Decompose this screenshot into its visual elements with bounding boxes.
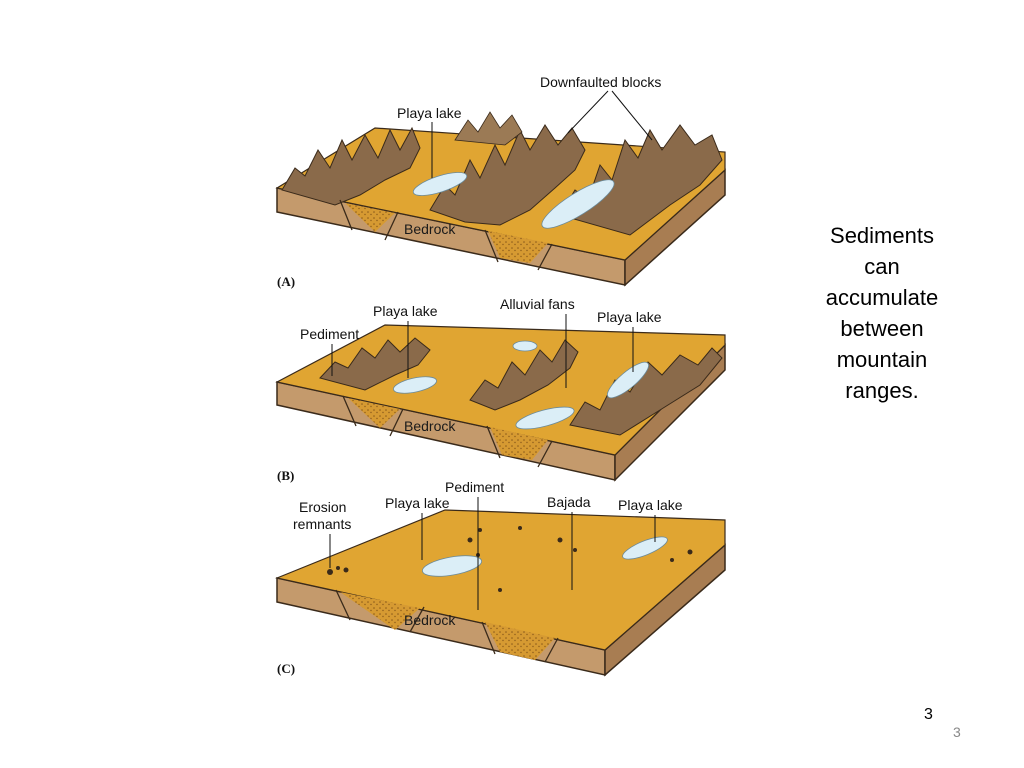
panel-b-mountain-ridge-3 <box>569 347 723 436</box>
panel-a-sediment-fill-1 <box>345 203 395 232</box>
panel-a-playa-lake-1 <box>412 172 468 196</box>
panel-a-mountain-ridge-1 <box>281 126 421 206</box>
panel-a-sediment-fill-2 <box>488 231 548 263</box>
panel-c-playa-lake-1 <box>422 555 482 577</box>
panel-a-mountain-ridge-4 <box>454 111 523 146</box>
panel-a-fault-lines <box>339 199 553 271</box>
panel-a-playa-lake-label: Playa lake <box>397 105 462 121</box>
panel-b-playa-lake-1 <box>393 376 437 394</box>
panel-c-sediment-fill-2 <box>485 622 555 660</box>
panel-a-mountain-ridge-2 <box>429 124 586 226</box>
panel-b-playa-lake-4 <box>515 406 575 430</box>
panel-c-playa-lake-right-label: Playa lake <box>618 497 683 513</box>
panel-a-tag: (A) <box>277 274 295 289</box>
panel-b-tag: (B) <box>277 468 294 483</box>
panel-c-sediment-fill-1 <box>340 592 420 630</box>
downfaulted-leaders <box>567 90 653 141</box>
panel-b-playa-lake-3 <box>607 361 649 399</box>
panel-b-alluvial-fans-label: Alluvial fans <box>500 296 575 312</box>
panel-b-playa-lake-right-label: Playa lake <box>597 309 662 325</box>
panel-c-playa-lake-left-label: Playa lake <box>385 495 450 511</box>
panel-c-bajada-label: Bajada <box>547 494 591 510</box>
panel-c-bedrock-label: Bedrock <box>404 612 456 628</box>
panel-b-playa-lake-left-label: Playa lake <box>373 303 438 319</box>
panel-c-pediment-label: Pediment <box>445 479 504 495</box>
panel-b-mountain-ridge-1 <box>319 337 431 391</box>
panel-b-pediment-label: Pediment <box>300 326 359 342</box>
panel-b-fault-lines <box>342 395 553 468</box>
slide-number-footer: 3 <box>953 724 961 740</box>
panel-c-fault-lines <box>335 589 559 663</box>
panel-b-playa-lake-2 <box>512 340 538 352</box>
panel-c-playa-lake-2 <box>622 536 668 560</box>
panel-c-erosion-remnants <box>327 526 693 592</box>
panel-b-bedrock-label: Bedrock <box>404 418 456 434</box>
panel-a-mountain-ridge-3 <box>559 124 723 236</box>
panel-c-tag: (C) <box>277 661 295 676</box>
slide-caption: Sediments can accumulate between mountai… <box>825 223 939 403</box>
slide-number: 3 <box>924 706 933 723</box>
panel-b-sediment-fill-2 <box>490 427 548 460</box>
panel-b-mountain-ridge-2 <box>469 339 579 411</box>
panel-a: Downfaulted blocks Playa lake Bedrock (A… <box>275 74 726 289</box>
panel-b-sediment-fill-1 <box>348 398 400 428</box>
downfaulted-blocks-label: Downfaulted blocks <box>540 74 661 90</box>
panel-a-playa-lake-2 <box>541 179 615 229</box>
panel-a-bedrock-label: Bedrock <box>404 221 456 237</box>
panel-b: Playa lake Pediment Alluvial fans Playa … <box>275 296 726 483</box>
